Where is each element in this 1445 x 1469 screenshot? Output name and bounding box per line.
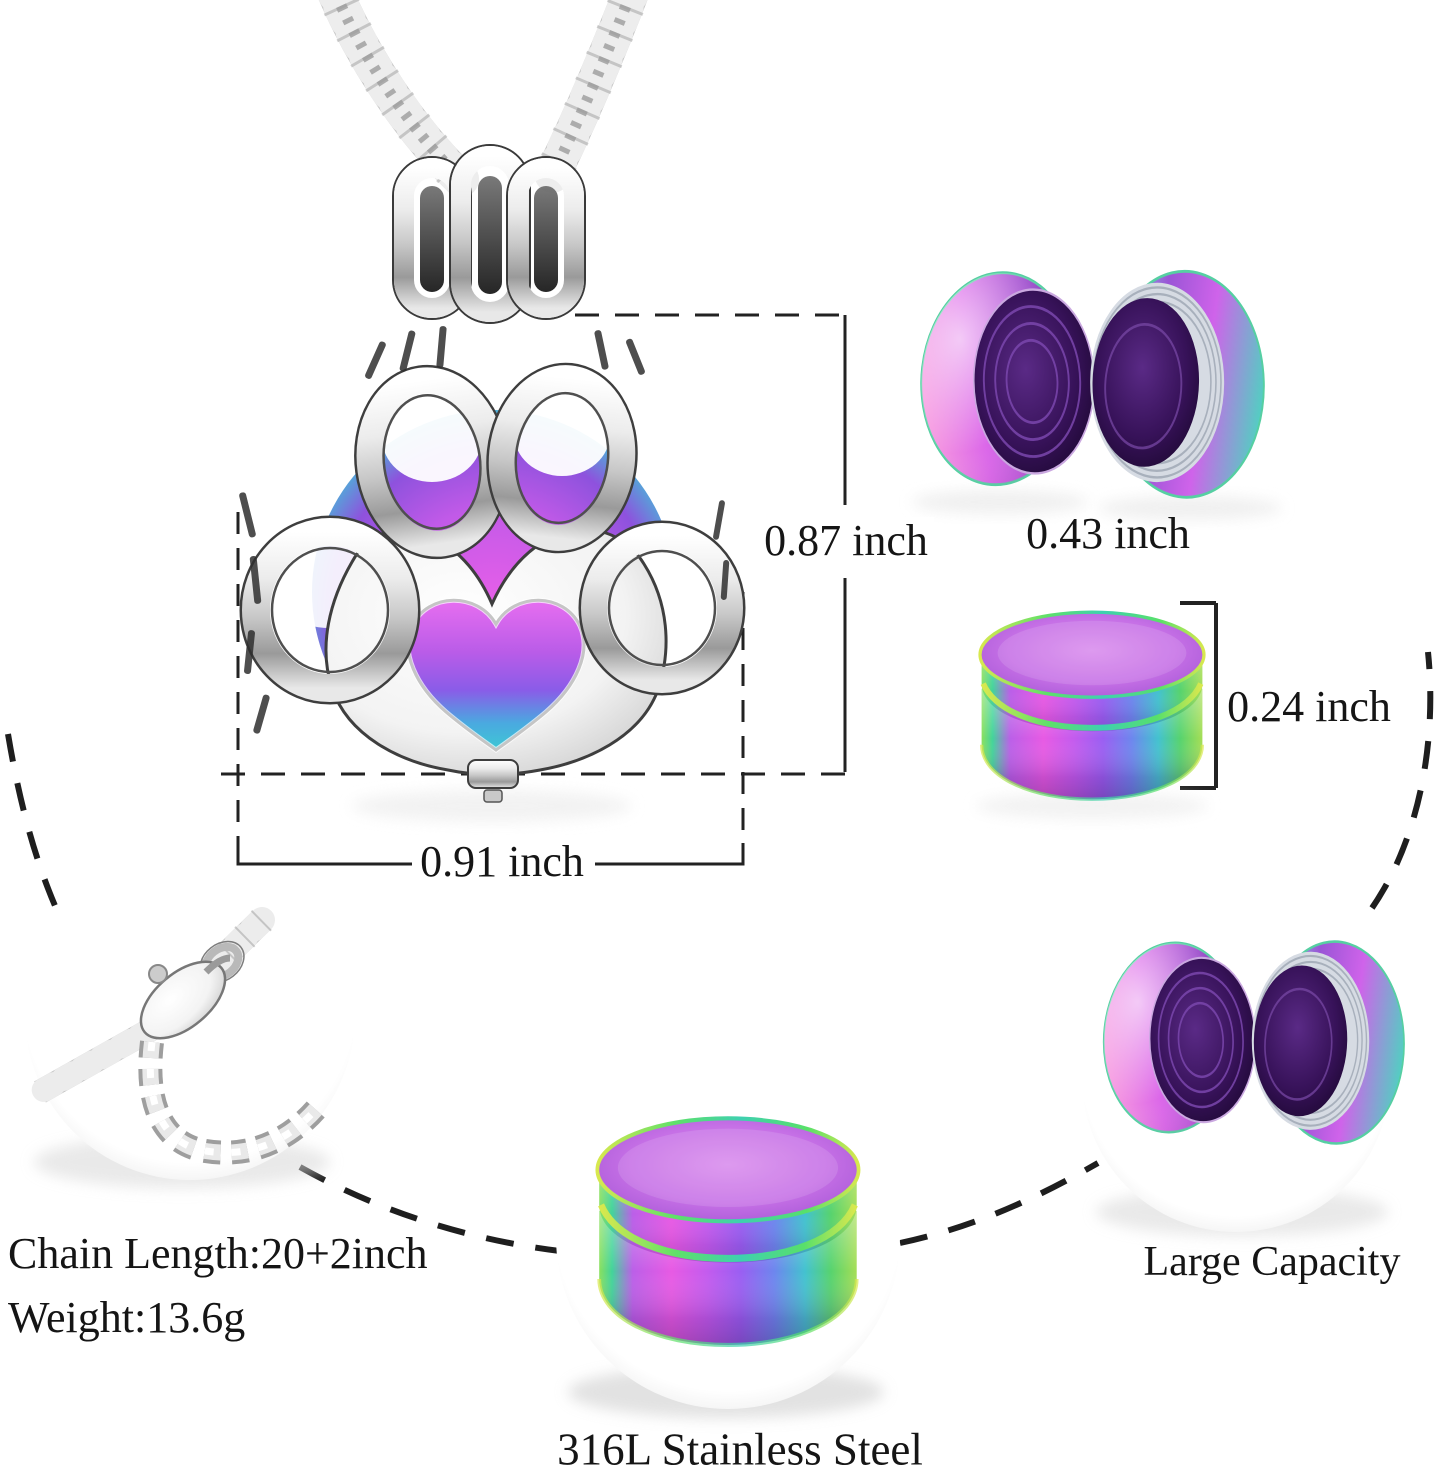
decorative-dashed-curves xyxy=(5,651,1434,1254)
pendant-width-label: 0.91 inch xyxy=(414,838,590,886)
rainbow-heart xyxy=(407,600,585,750)
toe-rings xyxy=(239,362,746,705)
large-capacity-label: Large Capacity xyxy=(1143,1239,1401,1285)
lobster-clasp xyxy=(139,954,231,1040)
cage-slots xyxy=(239,326,730,734)
capsule-diameter-label: 0.43 inch xyxy=(1026,509,1190,558)
material-label: 316L Stainless Steel xyxy=(557,1424,923,1469)
capsule-height-label: 0.24 inch xyxy=(1227,682,1391,731)
closed-capsule-large xyxy=(597,1118,858,1345)
closed-capsule-small xyxy=(980,612,1204,799)
pendant-clasp-tab xyxy=(467,759,519,789)
pendant-bail xyxy=(392,144,586,324)
paw-pendant xyxy=(239,326,746,803)
reflections xyxy=(352,490,1282,822)
weight-label: Weight:13.6g xyxy=(8,1293,246,1342)
open-capsule-pair-top xyxy=(904,246,1280,521)
clasp-detail xyxy=(28,907,332,1165)
chain-length-label: Chain Length:20+2inch xyxy=(8,1229,428,1278)
pendant-height-label: 0.87 inch xyxy=(758,517,934,565)
